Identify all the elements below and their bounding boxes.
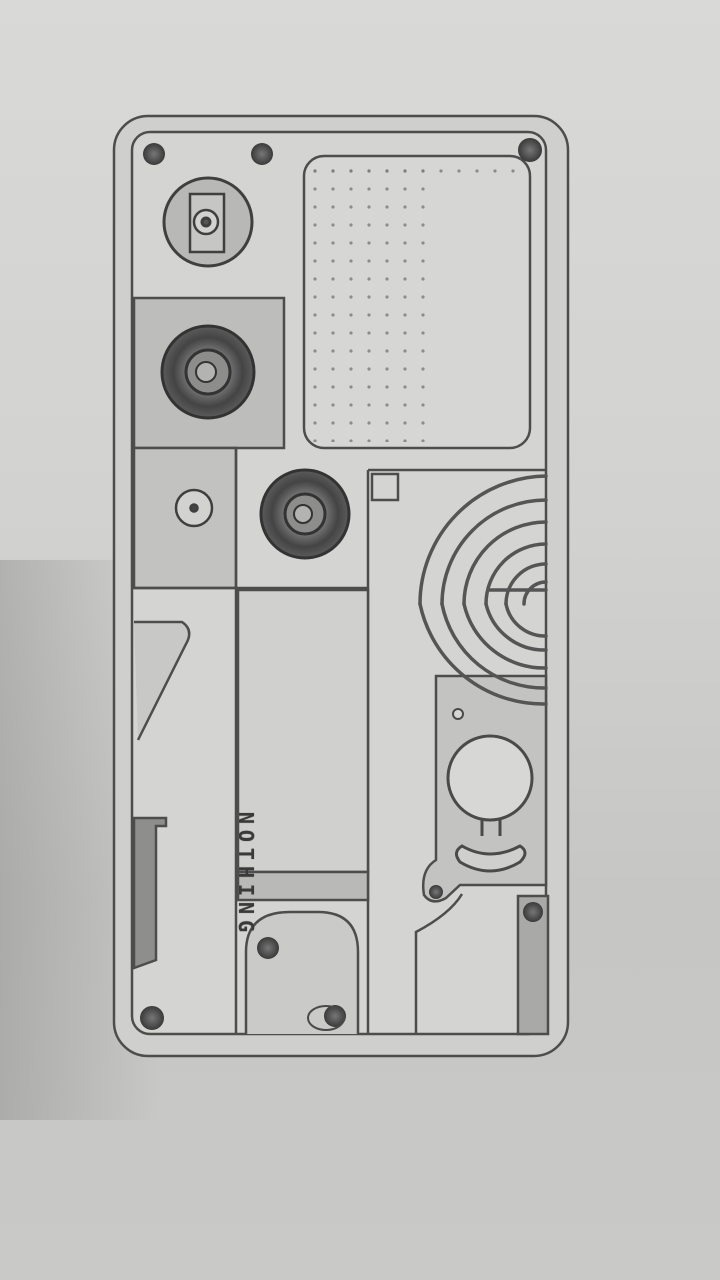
left-bracket-bottom (132, 816, 168, 970)
camera-secondary (259, 468, 351, 560)
pill-module (455, 844, 527, 873)
screw-icon (257, 937, 279, 959)
small-hole (452, 708, 464, 720)
screw-icon (251, 143, 273, 165)
screw-icon (140, 1006, 164, 1030)
screw-icon (143, 143, 165, 165)
screws (140, 138, 543, 1030)
screw-icon (518, 138, 542, 162)
round-sensor-group (446, 708, 534, 873)
small-square (370, 472, 400, 502)
camera-main (160, 324, 256, 420)
round-sensor (446, 734, 534, 822)
bottom-strip (236, 870, 370, 902)
fingerprint-arcs (418, 474, 548, 706)
flash (174, 488, 214, 528)
left-bracket-top (134, 620, 191, 741)
camera-main-block (132, 296, 286, 450)
brand-text: NOTHING (234, 811, 258, 939)
screw-icon (429, 885, 443, 899)
camera-top (162, 176, 254, 268)
screw-icon (523, 902, 543, 922)
